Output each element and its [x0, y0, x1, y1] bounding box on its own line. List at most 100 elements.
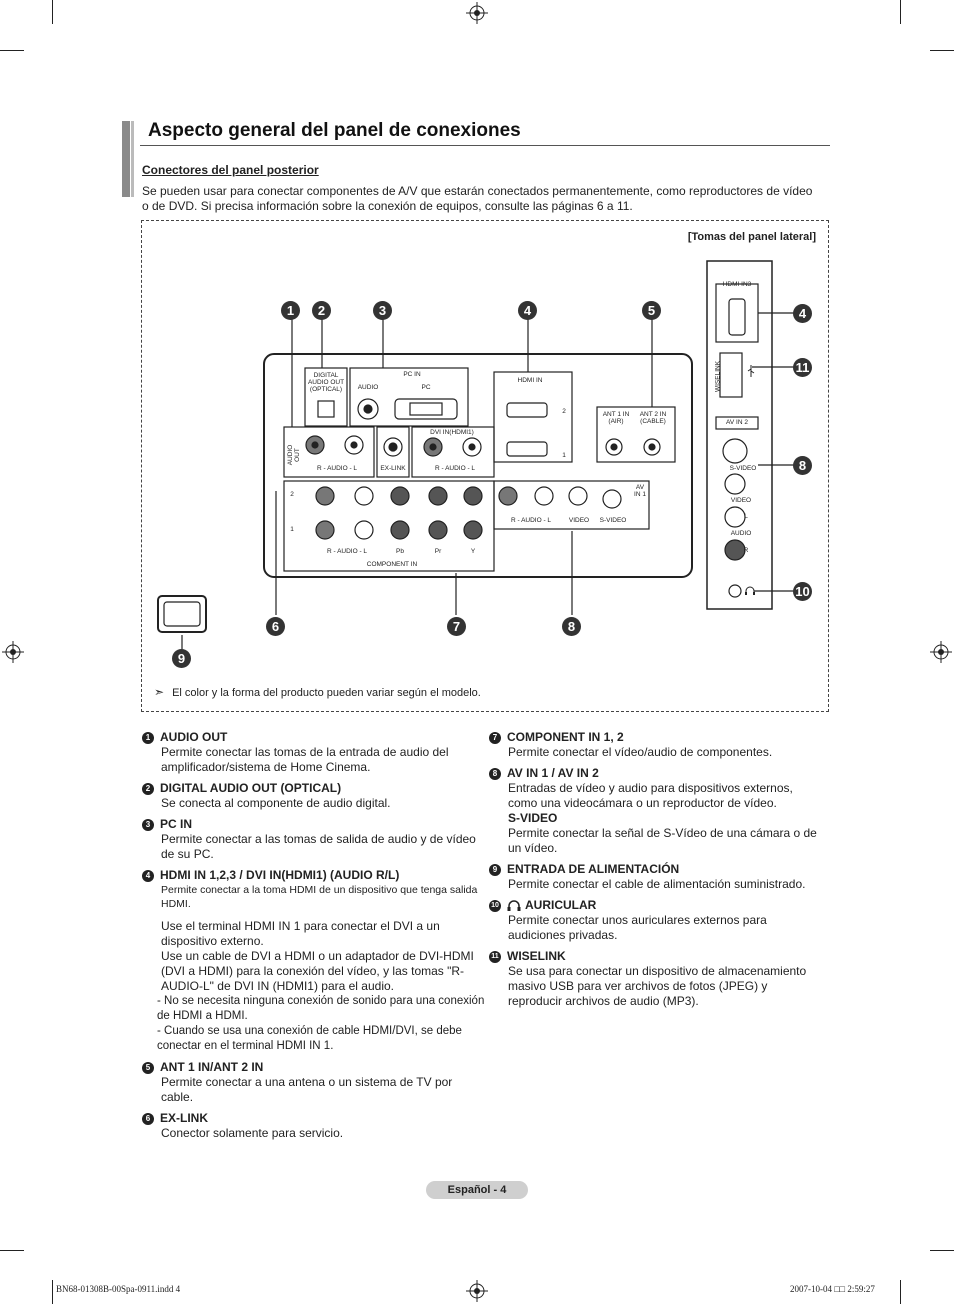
callout-6: 6	[266, 617, 285, 636]
label-av-in-2: AV IN 2	[726, 419, 748, 426]
list-item: 4 HDMI IN 1,2,3 / DVI IN(HDMI1) (AUDIO R/…	[142, 868, 487, 1054]
registration-mark-icon	[930, 641, 952, 663]
label-audio-out: AUDIO OUT	[287, 444, 301, 466]
number-badge: 4	[142, 869, 154, 882]
list-item: 7 COMPONENT IN 1, 2 Permite conectar el v…	[489, 730, 824, 760]
item-title: EX-LINK	[160, 1111, 208, 1125]
item-paragraph: Use el terminal HDMI IN 1 para conectar …	[161, 919, 440, 948]
label-r-audio-l: R - AUDIO - L	[510, 517, 552, 524]
item-body: Se usa para conectar un dispositivo de a…	[508, 964, 807, 1008]
callout-7: 7	[447, 617, 466, 636]
crop-mark	[0, 50, 24, 51]
number-badge: 7	[489, 731, 501, 744]
callout-8: 8	[562, 617, 581, 636]
label-ant2: ANT 2 IN (CABLE)	[639, 411, 667, 425]
label-av-in-1: AV IN 1	[634, 484, 646, 498]
item-subtitle: S-VIDEO	[508, 811, 558, 825]
item-note: Permite conectar a la toma HDMI de un di…	[161, 884, 478, 910]
callout-4: 4	[518, 301, 537, 320]
title-accent-bar	[131, 121, 134, 197]
item-body: Permite conectar el vídeo/audio de compo…	[508, 745, 773, 759]
item-paragraph: Use un cable de DVI a HDMI o un adaptado…	[161, 949, 474, 993]
number-badge: 8	[489, 767, 501, 780]
item-title: ENTRADA DE ALIMENTACIÓN	[507, 862, 680, 876]
number-badge: 3	[142, 818, 154, 831]
number-badge: 9	[489, 863, 501, 876]
crop-mark	[52, 0, 53, 24]
list-item: 5 ANT 1 IN/ANT 2 IN Permite conectar a un…	[142, 1060, 487, 1105]
item-dash-note: - Cuando se usa una conexión de cable HD…	[157, 1025, 462, 1052]
label-pc: PC	[421, 384, 431, 391]
label-row-2: 2	[290, 491, 294, 498]
label-hdmi-1: 1	[562, 452, 566, 459]
item-title: ANT 1 IN/ANT 2 IN	[160, 1060, 264, 1074]
callout-2: 2	[312, 301, 331, 320]
crop-mark	[900, 1280, 901, 1304]
label-pb: Pb	[396, 548, 404, 555]
item-body: Permite conectar a una antena o un siste…	[161, 1075, 453, 1104]
number-badge: 6	[142, 1112, 154, 1125]
label-dvi-in: DVI IN(HDMI1)	[430, 429, 474, 436]
list-item: 8 AV IN 1 / AV IN 2 Entradas de vídeo y a…	[489, 766, 824, 856]
item-body: Permite conectar a la toma HDMI de un di…	[142, 883, 487, 1054]
callout-1: 1	[281, 301, 300, 320]
note-text: El color y la forma del producto pueden …	[172, 687, 481, 699]
disclaimer-note: ➣ El color y la forma del producto pueden…	[154, 685, 481, 699]
list-item: 10 AURICULAR Permite conectar unos auricu…	[489, 898, 824, 943]
date-slug: 2007-10-04 □□ 2:59:27	[790, 1284, 875, 1294]
intro-paragraph: Se pueden usar para conectar componentes…	[142, 184, 813, 213]
callout-3: 3	[373, 301, 392, 320]
label-hdmi-in3: HDMI IN3	[722, 281, 752, 288]
crop-mark	[52, 1280, 53, 1304]
label-digital-audio: DIGITAL AUDIO OUT (OPTICAL)	[307, 372, 345, 393]
label-audio: AUDIO	[357, 384, 379, 391]
file-slug: BN68-01308B-00Spa-0911.indd 4	[56, 1284, 181, 1294]
item-body: Permite conectar unos auriculares extern…	[508, 913, 767, 942]
item-body: Permite conectar las tomas de la entrada…	[161, 745, 449, 774]
crop-mark	[930, 50, 954, 51]
label-row-1: 1	[290, 526, 294, 533]
item-body: Entradas de vídeo y audio para dispositi…	[489, 781, 824, 856]
label-pr: Pr	[434, 548, 442, 555]
headphone-icon	[507, 899, 521, 911]
crop-mark	[930, 1250, 954, 1251]
item-paragraph: Permite conectar la señal de S-Vídeo de …	[508, 826, 817, 855]
number-badge: 10	[489, 899, 501, 912]
number-badge: 5	[142, 1061, 154, 1074]
rear-panel-illustration	[157, 260, 794, 649]
item-title: AURICULAR	[525, 898, 597, 912]
label-side-audio: AUDIO	[730, 530, 752, 537]
usb-icon	[747, 365, 755, 377]
label-component-in: COMPONENT IN	[366, 561, 418, 568]
callout-8-side: 8	[793, 456, 812, 475]
label-pc-in: PC IN	[403, 371, 421, 378]
label-ex-link: EX-LINK	[380, 465, 406, 472]
label-side-video: VIDEO	[730, 497, 752, 504]
label-hdmi-in: HDMI IN	[517, 377, 543, 384]
section-heading: Conectores del panel posterior	[142, 163, 319, 177]
crop-mark	[900, 0, 901, 24]
connection-diagram: [Tomas del panel lateral]	[141, 220, 829, 712]
label-y: Y	[470, 548, 476, 555]
label-r-audio-l: R - AUDIO - L	[434, 465, 476, 472]
item-title: AV IN 1 / AV IN 2	[507, 766, 599, 780]
label-wiselink: WISELINK	[714, 360, 722, 393]
arrow-icon: ➣	[154, 685, 165, 699]
list-item: 6 EX-LINK Conector solamente para servici…	[142, 1111, 487, 1141]
item-title: COMPONENT IN 1, 2	[507, 730, 624, 744]
registration-mark-icon	[2, 641, 24, 663]
item-title: HDMI IN 1,2,3 / DVI IN(HDMI1) (AUDIO R/L…	[160, 868, 400, 882]
page-number-badge: Español - 4	[426, 1181, 528, 1199]
item-body: Conector solamente para servicio.	[161, 1126, 344, 1140]
item-title: DIGITAL AUDIO OUT (OPTICAL)	[160, 781, 342, 795]
callout-4-side: 4	[793, 304, 812, 323]
label-hdmi-2: 2	[562, 408, 566, 415]
headphone-icon	[745, 586, 755, 595]
number-badge: 2	[142, 782, 154, 795]
